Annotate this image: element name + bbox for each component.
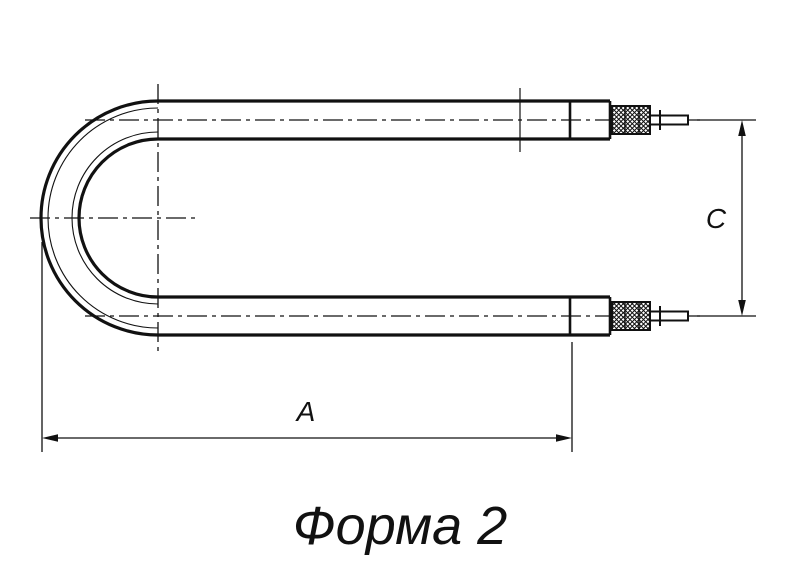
bend-wall-outer-arc <box>47 107 159 329</box>
bend-wall-inner-arc <box>71 131 159 305</box>
bottom-threaded-bushing <box>611 301 651 331</box>
dim-c-label: C <box>706 203 727 234</box>
terminal-top <box>611 105 689 135</box>
dim-c-arrow-up <box>738 120 746 136</box>
bottom-terminal-pin <box>649 310 689 322</box>
tube-outline <box>39 99 612 337</box>
terminal-bottom <box>611 301 689 331</box>
drawing-caption: Форма 2 <box>293 496 507 556</box>
dim-c-arrow-down <box>738 300 746 316</box>
dim-a-arrow-left <box>42 434 58 442</box>
dim-a-label: A <box>295 396 316 427</box>
top-terminal-pin <box>649 114 689 126</box>
dimension-c: C <box>692 119 756 317</box>
centerlines <box>30 84 700 352</box>
bend-inner-arc <box>77 137 159 299</box>
top-threaded-bushing <box>611 105 651 135</box>
dim-a-arrow-right <box>556 434 572 442</box>
bend-outer-arc <box>39 99 159 337</box>
dimension-a: A <box>41 242 573 452</box>
